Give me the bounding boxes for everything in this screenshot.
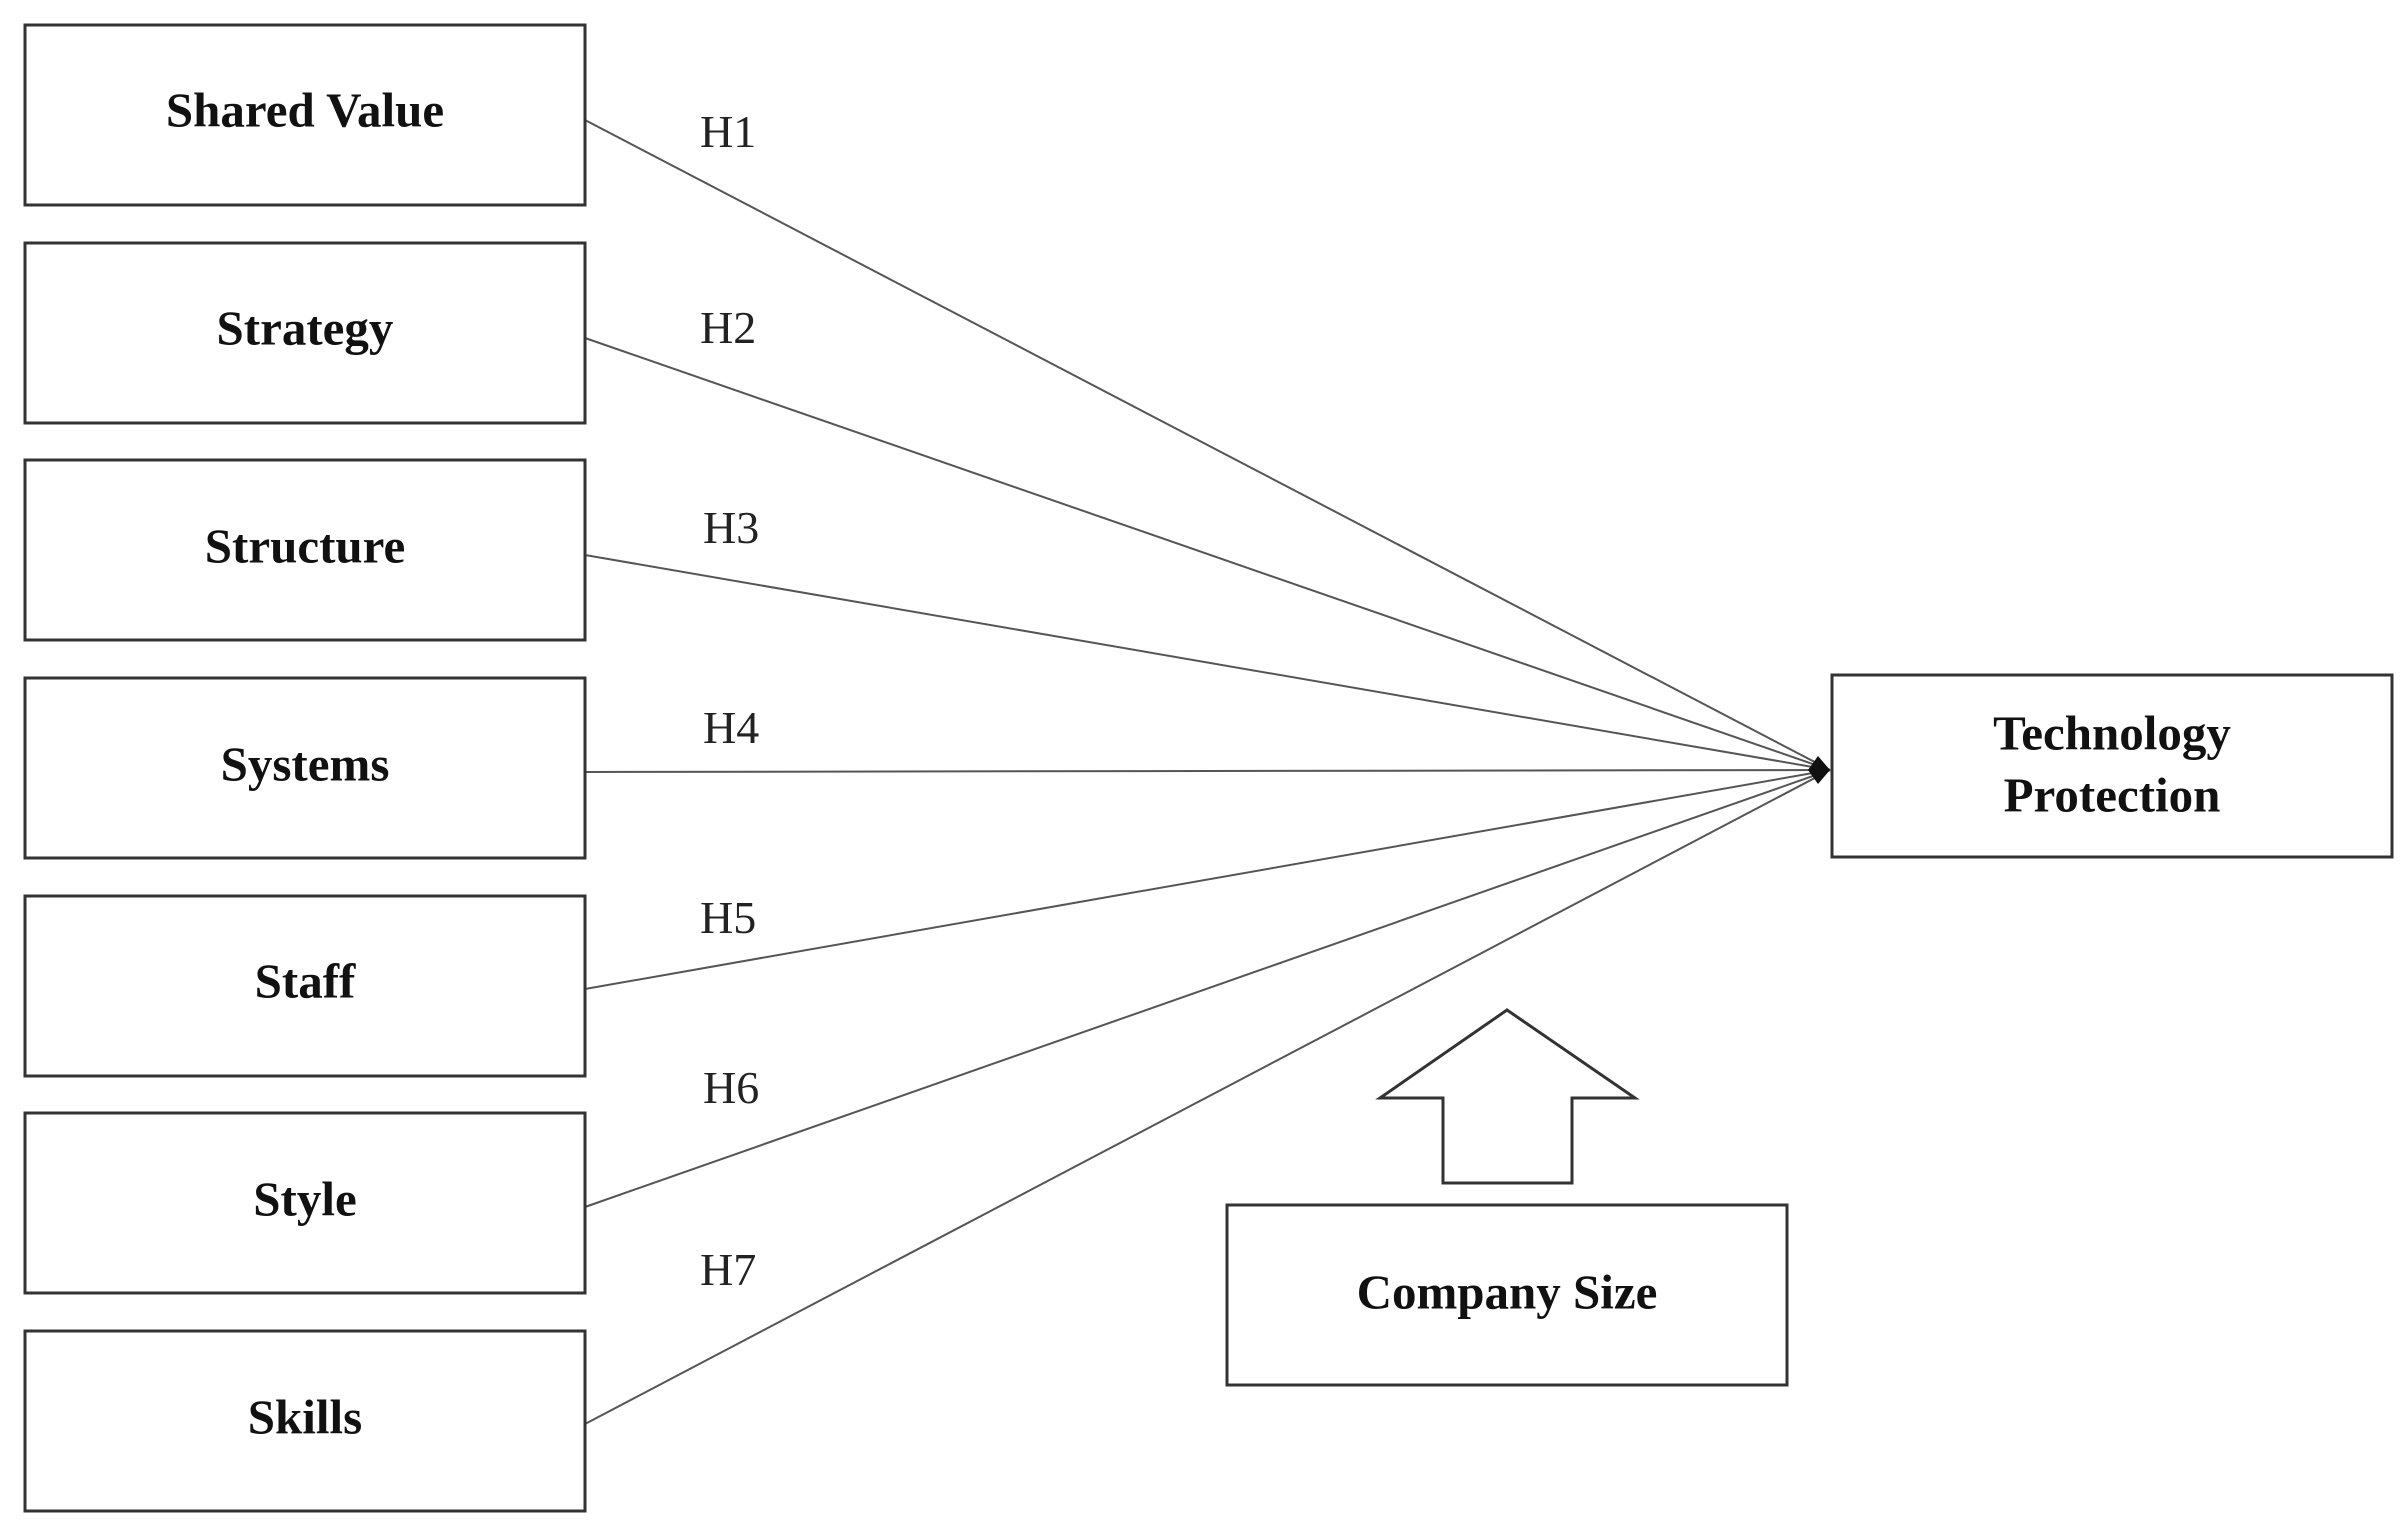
label-h7: H7 xyxy=(700,1244,756,1295)
node-company-size: Company Size xyxy=(1225,1203,1789,1387)
label-h2: H2 xyxy=(700,302,756,353)
node-label: Skills xyxy=(248,1389,362,1444)
edge-h5 xyxy=(584,769,1831,990)
node-label: Style xyxy=(253,1171,356,1226)
label-h5: H5 xyxy=(700,892,756,943)
arrowhead xyxy=(1808,756,1830,784)
node-shared-value: Shared Value xyxy=(23,23,587,207)
node-staff: Staff xyxy=(23,894,587,1078)
edge-h7 xyxy=(584,769,1831,1425)
node-skills: Skills xyxy=(23,1329,587,1513)
node-label: Company Size xyxy=(1357,1264,1658,1319)
node-style: Style xyxy=(23,1111,587,1295)
node-strategy: Strategy xyxy=(23,241,587,425)
node-label: Staff xyxy=(255,953,356,1008)
edge-h1 xyxy=(584,119,1831,771)
node-label-line-2: Protection xyxy=(2004,767,2221,822)
node-label: Strategy xyxy=(217,300,394,355)
independent-variables: Shared Value Strategy Structure Systems … xyxy=(23,23,587,1513)
node-technology-protection: Technology Protection xyxy=(1830,673,2394,859)
node-label-line-1: Technology xyxy=(1993,705,2231,760)
node-label: Structure xyxy=(205,518,406,573)
edge-h4 xyxy=(584,769,1831,773)
label-h4: H4 xyxy=(703,702,759,753)
edge-h2 xyxy=(584,337,1831,771)
hypothesis-labels: H1 H2 H3 H4 H5 H6 H7 xyxy=(700,106,759,1295)
hypothesis-edges xyxy=(584,119,1831,1425)
node-systems: Systems xyxy=(23,676,587,860)
node-label: Shared Value xyxy=(166,82,444,137)
label-h1: H1 xyxy=(700,106,756,157)
edge-h6 xyxy=(584,769,1831,1208)
edge-h3 xyxy=(584,554,1831,771)
label-h3: H3 xyxy=(703,502,759,553)
node-structure: Structure xyxy=(23,458,587,642)
moderator-up-arrow xyxy=(1375,1008,1640,1185)
node-label: Systems xyxy=(221,736,390,791)
label-h6: H6 xyxy=(703,1062,759,1113)
